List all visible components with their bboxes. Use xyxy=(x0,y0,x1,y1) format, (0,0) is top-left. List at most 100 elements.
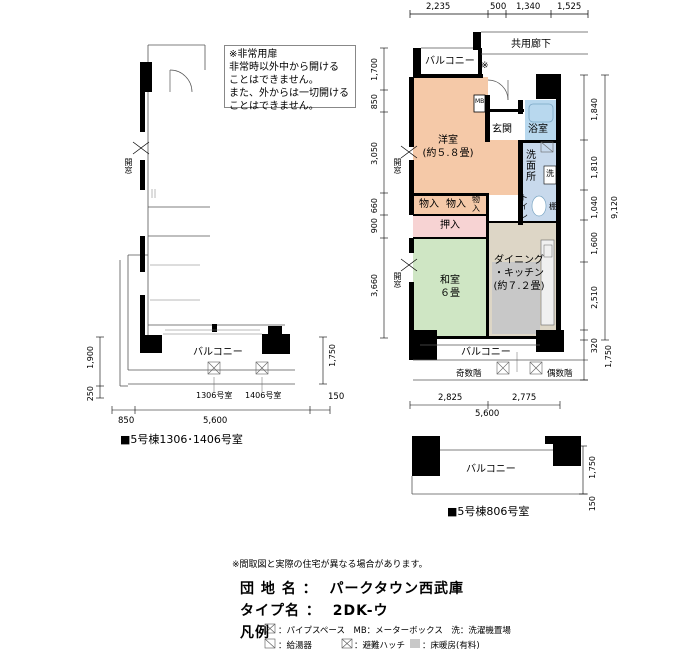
closet-floor xyxy=(413,215,488,238)
lower-plan xyxy=(411,436,588,495)
main-right-dim-1840: 1,840 xyxy=(590,98,599,121)
left-window-mark xyxy=(132,141,150,155)
main-right-dim-1750: 1,750 xyxy=(604,345,613,368)
top-dim-2: 500 xyxy=(490,2,507,12)
complex-name-label: 団 地 名 ： xyxy=(240,581,318,597)
main-left-dim-900: 900 xyxy=(370,218,379,234)
legend-title: 凡例 xyxy=(240,625,270,641)
legend-evac-hatch: ：避難ハッチ xyxy=(354,641,406,651)
storage-3-label: 物入 xyxy=(472,195,480,213)
main-plan xyxy=(380,31,609,409)
entrance-floor xyxy=(488,112,518,140)
entrance-label: 玄関 xyxy=(492,124,512,135)
closet-label: 押入 xyxy=(440,220,460,231)
storage-1-label: 物入 xyxy=(419,199,439,210)
type-name-label: タイプ名 ： xyxy=(240,603,321,619)
top-dim-1: 2,235 xyxy=(426,2,451,12)
emergency-door-notice: ※非常用扉 非常時以外中から開ける ことはできません。 また、外からは一切開ける… xyxy=(224,45,356,112)
western-room-label: 洋室 (約５.８畳) xyxy=(420,134,476,160)
left-dim-1900: 1,900 xyxy=(86,346,95,369)
storage-2-label: 物入 xyxy=(446,199,466,210)
storage-floor xyxy=(413,195,488,215)
left-dim-150: 150 xyxy=(328,392,345,402)
left-balcony-label: バルコニー xyxy=(193,347,243,358)
disclaimer: ※間取図と実際の住宅が異なる場合があります。 xyxy=(232,560,428,570)
dining-size: (約７.２畳) xyxy=(493,281,545,292)
legend-row-1: ：パイプスペース MB：メーターボックス 洗：洗濯機置場 xyxy=(278,626,511,636)
left-dim-5600: 5,600 xyxy=(203,416,228,426)
left-plan-caption: ■5号棟1306･1406号室 xyxy=(120,433,243,446)
western-room-name: 洋室 xyxy=(438,135,458,146)
main-right-dim-1600: 1,600 xyxy=(590,232,599,255)
western-window-label: 開窓 xyxy=(393,158,402,174)
legend-floor-heating: ：床暖房(有料) xyxy=(422,641,480,651)
lower-dim-1750: 1,750 xyxy=(588,456,597,479)
complex-name-row: 団 地 名 ： パークタウン西武庫 xyxy=(240,578,464,598)
emergency-door-mark: ※ xyxy=(481,61,489,71)
washing-machine-mark: 洗 xyxy=(546,169,554,178)
main-balcony-bottom-label: バルコニー xyxy=(461,347,511,358)
main-left-dim-3660: 3,660 xyxy=(370,274,379,297)
mb-label: MB xyxy=(475,98,485,105)
main-left-dim-1700: 1,700 xyxy=(370,58,379,81)
dining-kitchen-label: ダイニング ・キッチン (約７.２畳) xyxy=(488,254,550,293)
bath-label: 浴室 xyxy=(528,124,548,135)
left-room-1406: 1406号室 xyxy=(245,391,282,400)
main-bottom-dim-2825: 2,825 xyxy=(438,393,463,403)
left-dim-850: 850 xyxy=(118,416,135,426)
shelf-label: 棚 xyxy=(549,202,557,211)
main-total-dim-9120: 9,120 xyxy=(610,196,619,219)
notice-line: ※非常用扉 xyxy=(229,49,278,60)
japanese-room-floor xyxy=(413,238,488,338)
main-left-dim-3050: 3,050 xyxy=(370,142,379,165)
notice-line: ことはできません。 xyxy=(229,75,319,86)
main-right-dim-1040: 1,040 xyxy=(590,196,599,219)
main-balcony-top-label: バルコニー xyxy=(425,56,475,67)
main-evac-hatch-odd xyxy=(496,361,510,375)
odd-floor-label: 奇数階 xyxy=(456,369,482,379)
lower-dim-150: 150 xyxy=(588,496,597,512)
dining-name: ダイニング xyxy=(494,255,544,266)
main-left-dim-850: 850 xyxy=(370,94,379,110)
notice-line: ことはできません。 xyxy=(229,101,319,112)
top-dim-3: 1,340 xyxy=(516,2,541,12)
main-bottom-dim-2775: 2,775 xyxy=(512,393,537,403)
left-evac-hatch-1306 xyxy=(207,361,221,375)
japanese-window-mark xyxy=(400,258,418,272)
lower-balcony-label: バルコニー xyxy=(466,464,516,475)
main-right-dim-320: 320 xyxy=(590,338,599,354)
lower-plan-caption: ■5号棟806号室 xyxy=(447,505,530,518)
water-heater-mark xyxy=(540,141,554,153)
notice-line: 非常時以外中から開ける xyxy=(229,62,339,73)
left-room-1306: 1306号室 xyxy=(196,391,233,400)
left-evac-hatch-1406 xyxy=(255,361,269,375)
left-window-label: 開窓 xyxy=(124,158,133,174)
top-dimension-line xyxy=(409,10,589,18)
japanese-room-size: ６畳 xyxy=(440,288,460,299)
legend-symbols xyxy=(264,623,420,649)
main-bottom-dim-5600: 5,600 xyxy=(475,409,500,419)
legend-water-heater: ：給湯器 xyxy=(278,641,313,651)
main-right-dim-1810: 1,810 xyxy=(590,156,599,179)
left-plan xyxy=(96,44,331,414)
kitchen-name: ・キッチン xyxy=(494,268,544,279)
main-evac-hatch-even xyxy=(529,361,543,375)
meter-box xyxy=(473,94,486,113)
japanese-room-label: 和室 ６畳 xyxy=(425,274,475,300)
floor-heating xyxy=(492,262,540,334)
western-window-mark xyxy=(400,145,418,159)
main-left-dim-660: 660 xyxy=(370,198,379,214)
main-right-dim-2510: 2,510 xyxy=(590,286,599,309)
complex-name-value: パークタウン西武庫 xyxy=(329,581,464,597)
common-corridor-label: 共用廊下 xyxy=(511,39,551,50)
left-dim-1750: 1,750 xyxy=(328,344,337,367)
washroom-label: 洗面所 xyxy=(526,150,536,183)
japanese-room-name: 和室 xyxy=(440,275,460,286)
japanese-window-label: 開窓 xyxy=(393,272,402,288)
type-name-row: タイプ名 ： 2DK-ウ xyxy=(240,600,389,620)
notice-line: また、外からは一切開ける xyxy=(229,88,349,99)
even-floor-label: 偶数階 xyxy=(547,369,573,379)
toilet-label: トイレ xyxy=(520,193,528,220)
top-dim-4: 1,525 xyxy=(557,2,582,12)
left-dim-250: 250 xyxy=(86,386,95,402)
